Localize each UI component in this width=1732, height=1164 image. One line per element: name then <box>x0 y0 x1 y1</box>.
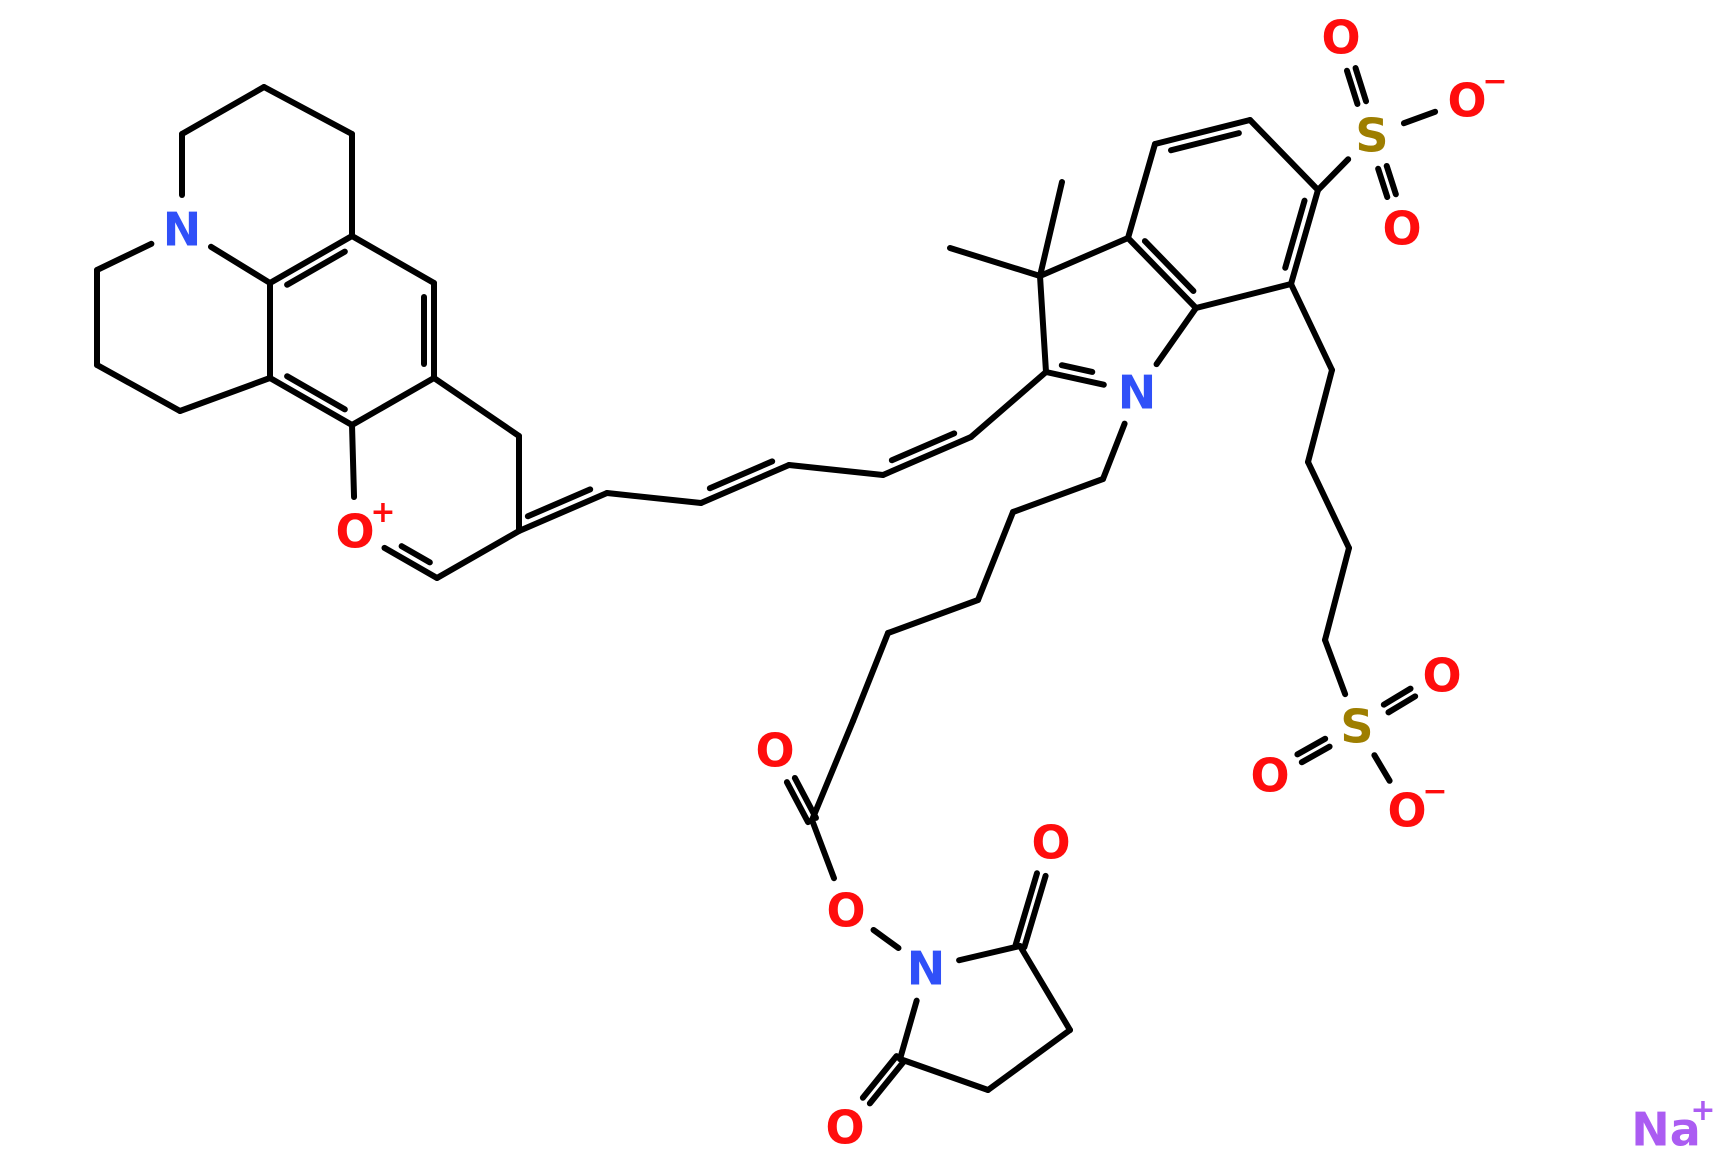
bond-line <box>870 926 902 952</box>
bond-line <box>866 1058 907 1107</box>
bond-line <box>1058 362 1096 375</box>
bond-line <box>94 362 183 414</box>
bond-line <box>267 375 355 428</box>
bond-line <box>1043 369 1107 388</box>
bond-line <box>1153 305 1199 368</box>
atom-label-na: Na <box>1631 1103 1701 1157</box>
bond-line <box>267 233 355 286</box>
bond-line <box>809 718 856 823</box>
bond-line <box>1305 459 1352 551</box>
bond-line <box>1017 943 1073 1033</box>
bond-line <box>1383 162 1399 198</box>
bond-line <box>349 233 437 286</box>
bond-line <box>809 817 837 882</box>
bond-line <box>1371 752 1393 784</box>
bond-line <box>880 434 974 478</box>
bond-line <box>897 1056 991 1093</box>
bond-line <box>1037 179 1065 279</box>
bond-line <box>1125 141 1158 241</box>
atom-label-n: N <box>163 203 202 257</box>
charge-label: + <box>370 495 395 530</box>
atom-label-s: S <box>1355 109 1388 163</box>
bond-line <box>859 1053 900 1101</box>
bond-line <box>1288 187 1321 287</box>
bond-line <box>885 597 981 636</box>
bond-line <box>786 462 886 478</box>
bond-line <box>179 84 267 137</box>
bond-line <box>791 774 819 821</box>
bond-line <box>381 544 440 581</box>
bond-line <box>706 458 776 492</box>
bond-line <box>968 369 1049 440</box>
bond-line <box>207 243 273 286</box>
bond-line <box>1282 197 1308 271</box>
bond-line <box>524 486 594 520</box>
bond-line <box>1125 235 1199 311</box>
bond-line <box>1385 693 1419 716</box>
bond-line <box>1380 685 1414 708</box>
bond-line <box>1193 281 1294 311</box>
bond-line <box>1400 108 1439 127</box>
atom-label-s: S <box>1340 700 1373 754</box>
bond-line <box>975 509 1016 603</box>
charge-label: + <box>1690 1093 1715 1128</box>
atom-label-o: O <box>755 724 794 778</box>
bond-line <box>398 543 433 566</box>
bond-line <box>985 1027 1073 1093</box>
charge-label: − <box>1422 774 1447 809</box>
bond-line <box>349 375 437 428</box>
bond-line <box>1141 238 1197 294</box>
atom-label-o: O <box>1422 649 1461 703</box>
bond-line <box>1294 735 1329 758</box>
bond-line <box>1037 235 1131 279</box>
charge-label: − <box>1482 64 1507 99</box>
atom-label-o: O <box>825 1101 864 1155</box>
bond-line <box>604 490 704 506</box>
bond-line <box>261 84 355 137</box>
bond-line <box>888 430 958 464</box>
bond-line <box>1305 367 1335 465</box>
atom-label-o: O <box>1031 816 1070 870</box>
atom-label-o: O <box>1321 11 1360 65</box>
atom-label-n: N <box>907 942 946 996</box>
atom-label-o: O <box>1250 749 1289 803</box>
bond-line <box>698 462 792 506</box>
bond-line <box>1247 117 1321 193</box>
atom-label-o: O <box>826 884 865 938</box>
bond-line <box>1315 156 1352 193</box>
bond-line <box>1288 281 1335 373</box>
bond-line <box>1343 67 1361 107</box>
bond-line <box>1152 117 1253 147</box>
bond-line <box>1322 637 1349 698</box>
bond-line <box>947 245 1043 279</box>
bond-line <box>1037 273 1049 375</box>
bond-line <box>284 248 348 288</box>
bond-line <box>349 422 358 501</box>
bond-line <box>1100 420 1128 482</box>
atom-label-o: O <box>335 505 374 559</box>
bond-line <box>94 240 155 273</box>
bond-line <box>1010 476 1106 515</box>
bond-line <box>1298 743 1333 766</box>
bond-line <box>434 528 522 581</box>
bond-line <box>1322 545 1352 643</box>
atom-label-o: O <box>1447 74 1486 128</box>
bond-line <box>956 943 1023 964</box>
bond-line <box>1352 65 1370 105</box>
bond-line <box>431 375 522 439</box>
bond-line <box>783 779 812 826</box>
bond-line <box>850 630 891 724</box>
bond-line <box>1021 872 1049 951</box>
atom-label-o: O <box>1387 784 1426 838</box>
bond-line <box>516 490 610 534</box>
bond-line <box>284 373 348 413</box>
bond-line <box>1168 130 1242 154</box>
atom-label-n: N <box>1118 366 1157 420</box>
bond-line <box>1375 165 1391 201</box>
bond-line <box>1012 870 1040 948</box>
bond-line <box>897 997 920 1062</box>
bond-line <box>177 375 273 414</box>
atom-label-o: O <box>1382 202 1421 256</box>
